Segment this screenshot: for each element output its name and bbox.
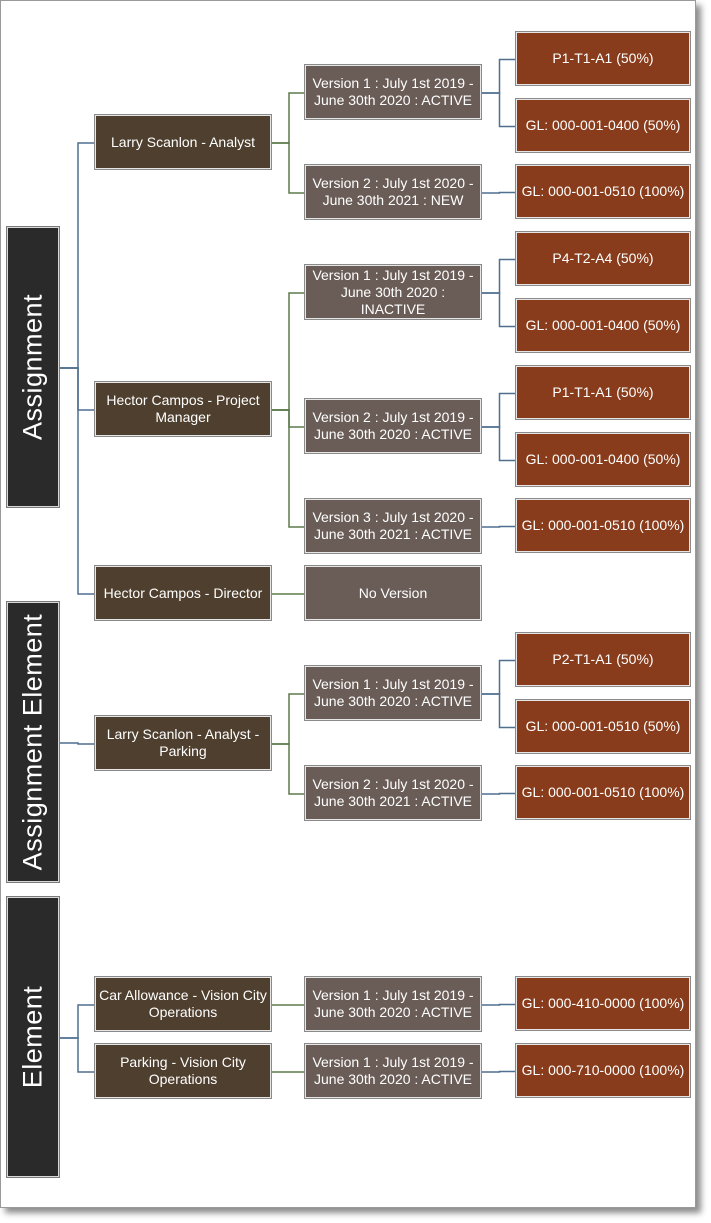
section-label: Element: [17, 985, 48, 1089]
connector-s-assignment-a1: [60, 142, 96, 369]
node-a1v2c1: GL: 000-001-0510 (100%): [515, 164, 691, 219]
connector-a1v1-a1v1c1: [482, 58, 517, 94]
node-ae1: Larry Scanlon - Analyst - Parking: [94, 715, 272, 771]
connector-ae1-ae1v1: [272, 693, 306, 745]
connector-a2v1-a2v1c1: [482, 258, 517, 294]
node-e2v1: Version 1 : July 1st 2019 - June 30th 20…: [304, 1043, 482, 1099]
connector-a2v3-a2v3c1: [482, 525, 517, 528]
node-ae1v1: Version 1 : July 1st 2019 - June 30th 20…: [304, 665, 482, 721]
connector-a1v1-a1v1c2: [482, 92, 517, 128]
connector-a1v2-a1v2c1: [482, 191, 517, 194]
node-e1: Car Allowance - Vision City Operations: [94, 976, 272, 1032]
section-label: Assignment Element: [17, 613, 48, 871]
node-e2v1c1: GL: 000-710-0000 (100%): [515, 1043, 691, 1098]
node-a1v2: Version 2 : July 1st 2020 - June 30th 20…: [304, 164, 482, 220]
node-ae1v1c2: GL: 000-001-0510 (50%): [515, 699, 691, 754]
node-a3v0: No Version: [304, 565, 482, 621]
node-a2v1c2: GL: 000-001-0400 (50%): [515, 298, 691, 353]
section-element: Element: [6, 896, 60, 1178]
connector-s-element-e1: [60, 1004, 96, 1039]
node-a1v1c2: GL: 000-001-0400 (50%): [515, 98, 691, 153]
connector-ae1v1-ae1v1c1: [482, 659, 517, 695]
connector-s-assignment-element-ae1: [60, 742, 96, 745]
node-e2: Parking - Vision City Operations: [94, 1043, 272, 1099]
diagram-frame: Assignment Assignment Element Element La…: [0, 0, 696, 1208]
node-e1v1: Version 1 : July 1st 2019 - June 30th 20…: [304, 976, 482, 1032]
section-assignment: Assignment: [6, 226, 60, 508]
node-e1v1c1: GL: 000-410-0000 (100%): [515, 976, 691, 1031]
section-label: Assignment: [17, 293, 48, 441]
node-a1v1c1: P1-T1-A1 (50%): [515, 31, 691, 86]
node-a2v1c1: P4-T2-A4 (50%): [515, 231, 691, 286]
connector-lines: [60, 58, 517, 1073]
node-a2v3c1: GL: 000-001-0510 (100%): [515, 498, 691, 553]
connector-ae1-ae1v2: [272, 743, 306, 795]
connector-a2v1-a2v1c2: [482, 292, 517, 328]
node-a1: Larry Scanlon - Analyst: [94, 114, 272, 170]
connector-a2v2-a2v2c1: [482, 392, 517, 428]
node-a2v2c1: P1-T1-A1 (50%): [515, 365, 691, 420]
node-a2v3: Version 3 : July 1st 2020 - June 30th 20…: [304, 498, 482, 554]
node-ae1v2: Version 2 : July 1st 2020 - June 30th 20…: [304, 765, 482, 821]
node-ae1v1c1: P2-T1-A1 (50%): [515, 632, 691, 687]
node-a2: Hector Campos - Project Manager: [94, 381, 272, 437]
node-a2v2: Version 2 : July 1st 2019 - June 30th 20…: [304, 398, 482, 454]
connector-e1v1-e1v1c1: [482, 1003, 517, 1006]
node-a3: Hector Campos - Director: [94, 565, 272, 621]
connector-e2v1-e2v1c1: [482, 1070, 517, 1073]
connector-s-assignment-a3: [60, 367, 96, 595]
node-a1v1: Version 1 : July 1st 2019 - June 30th 20…: [304, 64, 482, 120]
connector-a2-a2v1: [272, 292, 306, 411]
connector-a2-a2v3: [272, 409, 306, 528]
connector-s-element-e2: [60, 1037, 96, 1073]
node-ae1v2c1: GL: 000-001-0510 (100%): [515, 765, 691, 820]
node-a2v1: Version 1 : July 1st 2019 - June 30th 20…: [304, 264, 482, 320]
node-a2v2c2: GL: 000-001-0400 (50%): [515, 432, 691, 487]
connector-a2v2-a2v2c2: [482, 426, 517, 462]
connector-a1-a1v1: [272, 92, 306, 144]
section-assignment-element: Assignment Element: [6, 601, 60, 883]
connector-a1-a1v2: [272, 142, 306, 194]
connector-ae1v2-ae1v2c1: [482, 792, 517, 795]
connector-ae1v1-ae1v1c2: [482, 693, 517, 729]
